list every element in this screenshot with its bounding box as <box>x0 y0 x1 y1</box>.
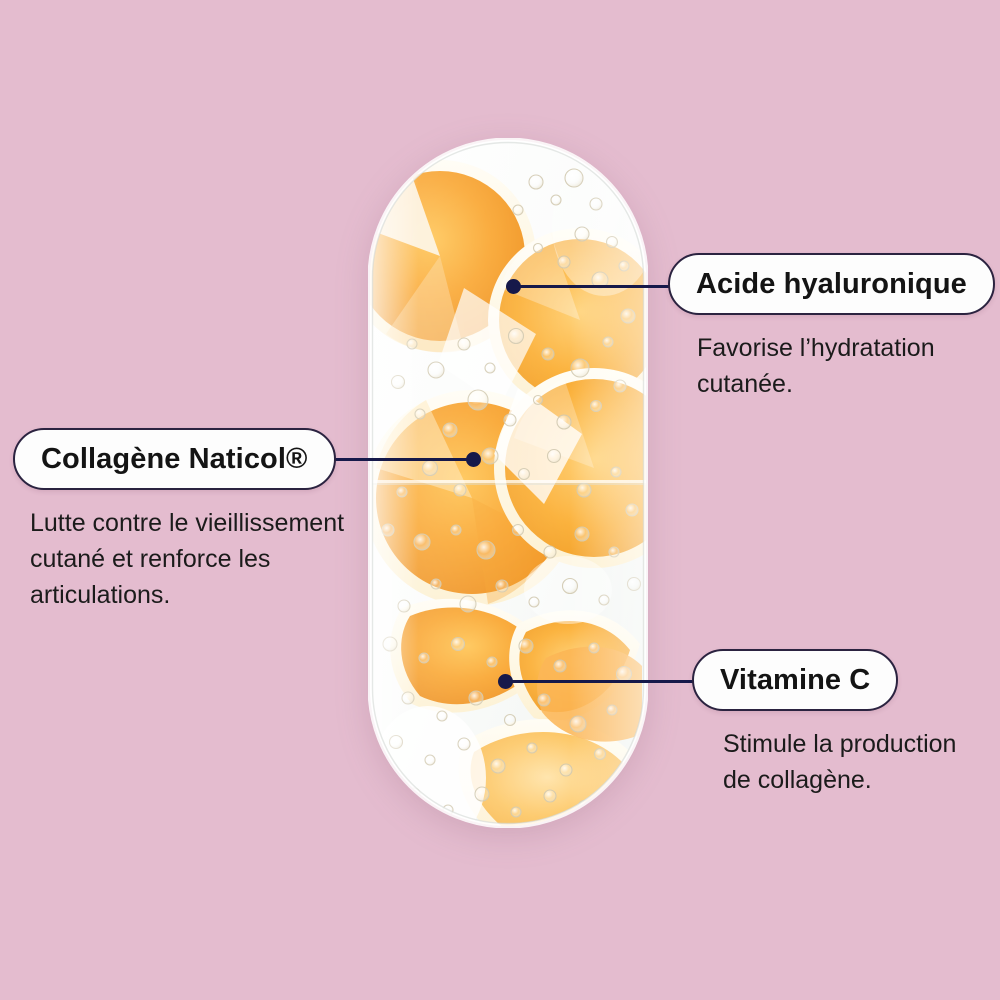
callout-title-acide-hyaluronique[interactable]: Acide hyaluronique <box>668 253 995 315</box>
connector-line-acide-hyaluronique <box>513 285 671 288</box>
callout-vitamine-c: Vitamine C Stimule la production de coll… <box>692 649 956 798</box>
connector-line-collagene-naticol <box>328 458 473 461</box>
callout-description-vitamine-c: Stimule la production de collagène. <box>723 730 957 794</box>
connector-line-vitamine-c <box>505 680 695 683</box>
callout-description-acide-hyaluronique: Favorise l’hydratation cutanée. <box>697 334 935 398</box>
product-capsule-image <box>368 138 648 828</box>
marker-dot-collagene-naticol <box>466 452 481 467</box>
callout-acide-hyaluronique: Acide hyaluronique Favorise l’hydratatio… <box>668 253 995 402</box>
callout-title-vitamine-c[interactable]: Vitamine C <box>692 649 899 711</box>
callout-collagene-naticol: Collagène Naticol® Lutte contre le vieil… <box>13 428 344 613</box>
callout-description-collagene-naticol: Lutte contre le vieillissement cutané et… <box>30 509 345 609</box>
capsule-illustration <box>368 138 648 828</box>
callout-title-collagene-naticol[interactable]: Collagène Naticol® <box>13 428 336 490</box>
